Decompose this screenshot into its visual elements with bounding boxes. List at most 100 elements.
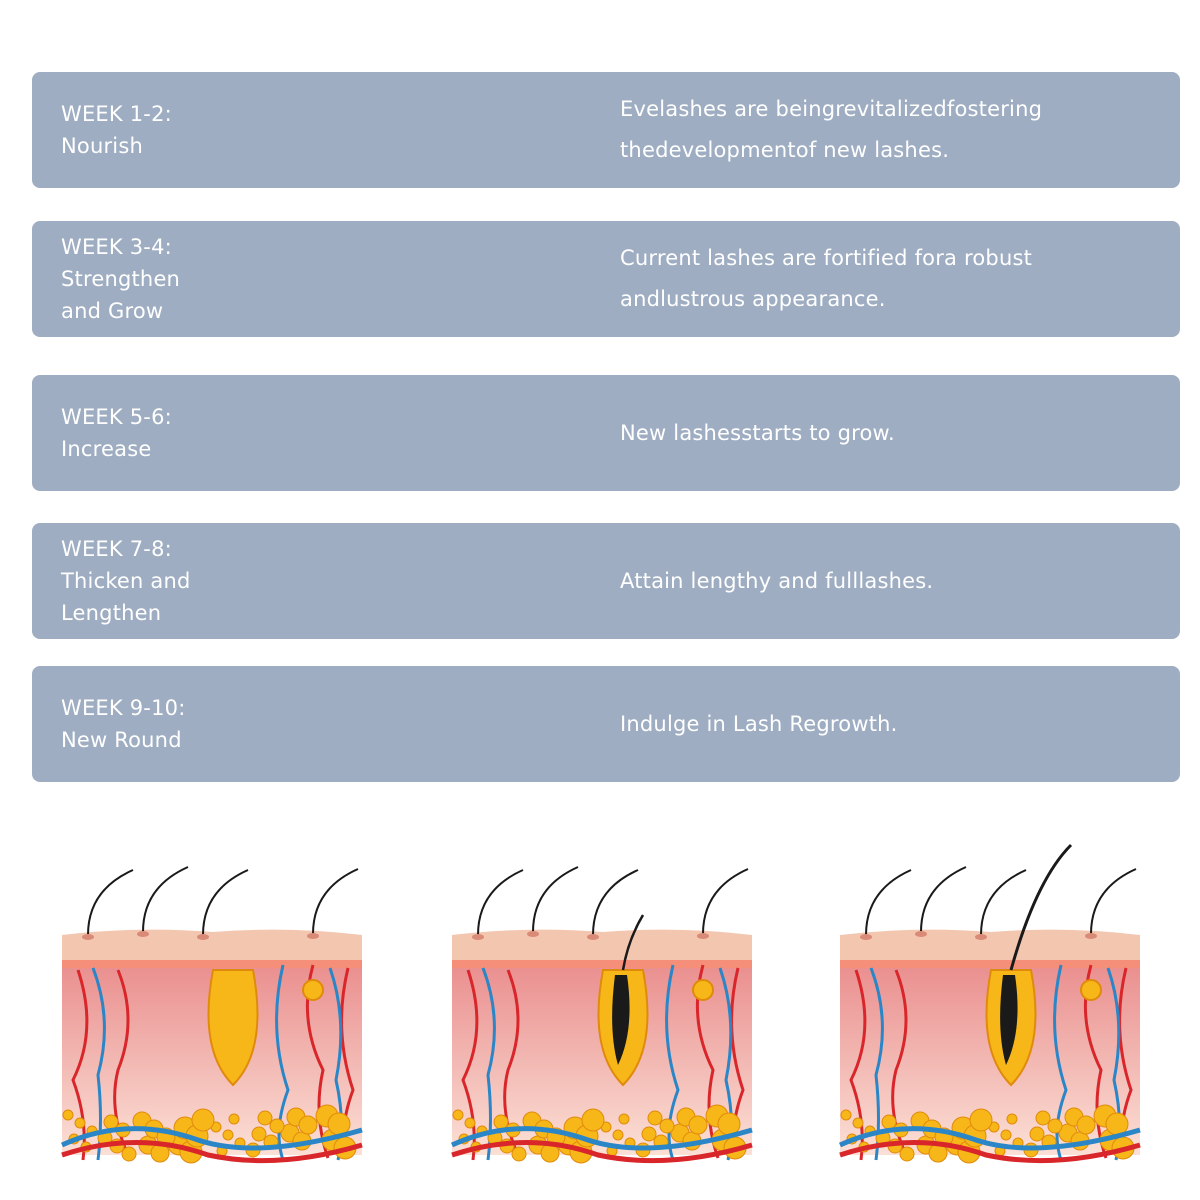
- fat-cell: [222, 1129, 234, 1141]
- epidermis-line: [452, 960, 752, 968]
- hair-bulb: [612, 975, 630, 1065]
- vein-blue: [1053, 964, 1068, 1161]
- sweat-gland: [692, 979, 714, 1001]
- skin-cross-section-3: [838, 843, 1141, 1164]
- fat-cell: [618, 1113, 630, 1125]
- fat-cell: [298, 1115, 318, 1135]
- fat-cell: [191, 1108, 215, 1132]
- hair: [477, 869, 524, 936]
- vein-red: [839, 1140, 1141, 1164]
- skin-cross-section-2: [450, 866, 753, 1164]
- fat-cell: [62, 1109, 74, 1121]
- fat-cell: [1047, 1118, 1063, 1134]
- week-row-4: WEEK 7-8: Thicken and Lengthen Attain le…: [32, 523, 1180, 639]
- fat-cell: [881, 1114, 897, 1130]
- fat-cell: [1000, 1129, 1012, 1141]
- skin-surface: [62, 929, 362, 960]
- fat-cell: [659, 1118, 675, 1134]
- hair: [142, 866, 189, 933]
- week-label: WEEK 5-6: Increase: [61, 375, 301, 491]
- fat-cell: [103, 1114, 119, 1130]
- skin-cross-section-1: [60, 866, 363, 1164]
- fat-cell: [899, 1146, 915, 1162]
- fat-cell: [612, 1129, 624, 1141]
- pore: [82, 934, 94, 940]
- new-hair: [621, 914, 645, 971]
- fat-cell: [1035, 1110, 1051, 1126]
- hair: [87, 869, 134, 936]
- fat-cell: [1076, 1115, 1096, 1135]
- pore: [860, 934, 872, 940]
- week-row-3: WEEK 5-6: Increase New lashesstarts to g…: [32, 375, 1180, 491]
- fat-cell: [464, 1117, 476, 1129]
- fat-cell: [1029, 1126, 1045, 1142]
- week-title: WEEK 5-6:: [61, 405, 172, 429]
- pore: [197, 934, 209, 940]
- skin-surface: [452, 929, 752, 960]
- fat-cell: [1006, 1113, 1018, 1125]
- pore: [137, 931, 149, 937]
- hair: [312, 868, 359, 935]
- vein-red: [61, 1140, 363, 1164]
- fat-cell: [647, 1110, 663, 1126]
- pore: [915, 931, 927, 937]
- sweat-gland: [1080, 979, 1102, 1001]
- skin-surface: [840, 929, 1140, 960]
- week-label: WEEK 9-10: New Round: [61, 666, 301, 782]
- pore: [975, 934, 987, 940]
- fat-cell: [251, 1126, 267, 1142]
- fat-cell: [228, 1113, 240, 1125]
- week-description: Evelashes are beingrevitalizedfostering …: [620, 97, 1043, 162]
- pore: [527, 931, 539, 937]
- week-row-2: WEEK 3-4: Strengthen and Grow Current la…: [32, 221, 1180, 337]
- week-description: Indulge in Lash Regrowth.: [620, 711, 898, 736]
- week-label: WEEK 7-8: Thicken and Lengthen: [61, 523, 301, 639]
- pore: [307, 933, 319, 939]
- vein-blue: [60, 1126, 363, 1151]
- illustrations: [0, 840, 1200, 1180]
- vein-blue: [665, 964, 680, 1161]
- week-subtitle: New Round: [61, 728, 182, 752]
- hair: [920, 866, 967, 933]
- pore: [697, 933, 709, 939]
- fat-cell: [840, 1109, 852, 1121]
- sebaceous-gland: [207, 969, 259, 1087]
- fat-cell: [688, 1115, 708, 1135]
- week-title: WEEK 1-2:: [61, 102, 172, 126]
- epidermis-line: [62, 960, 362, 968]
- week-subtitle: Nourish: [61, 134, 143, 158]
- hair: [865, 869, 912, 936]
- week-subtitle: Increase: [61, 437, 152, 461]
- week-label: WEEK 1-2: Nourish: [61, 72, 301, 188]
- fat-cell: [121, 1146, 137, 1162]
- fat-cell: [969, 1108, 993, 1132]
- vein-blue: [275, 964, 290, 1161]
- hair: [202, 869, 249, 936]
- week-description: New lashesstarts to grow.: [620, 420, 895, 445]
- fat-cell: [641, 1126, 657, 1142]
- epidermis-line: [840, 960, 1140, 968]
- fat-cell: [269, 1118, 285, 1134]
- week-title: WEEK 3-4:: [61, 235, 172, 259]
- fat-cell: [257, 1110, 273, 1126]
- fat-cell: [852, 1117, 864, 1129]
- long-hair: [1009, 843, 1073, 971]
- fat-cell: [74, 1117, 86, 1129]
- fat-cell: [581, 1108, 605, 1132]
- vein-blue: [450, 1126, 753, 1151]
- fat-cell: [511, 1146, 527, 1162]
- vein-red: [451, 1140, 753, 1164]
- hair: [532, 866, 579, 933]
- fat-cell: [452, 1109, 464, 1121]
- week-subtitle: Thicken and Lengthen: [61, 569, 191, 625]
- hair: [592, 869, 639, 936]
- week-description: Attain lengthy and fulllashes.: [620, 568, 934, 593]
- hair-bulb: [1000, 975, 1018, 1065]
- fat-cell: [493, 1114, 509, 1130]
- week-label: WEEK 3-4: Strengthen and Grow: [61, 221, 301, 337]
- week-title: WEEK 9-10:: [61, 696, 186, 720]
- sweat-gland: [302, 979, 324, 1001]
- hair: [1090, 868, 1137, 935]
- pore: [472, 934, 484, 940]
- pore: [587, 934, 599, 940]
